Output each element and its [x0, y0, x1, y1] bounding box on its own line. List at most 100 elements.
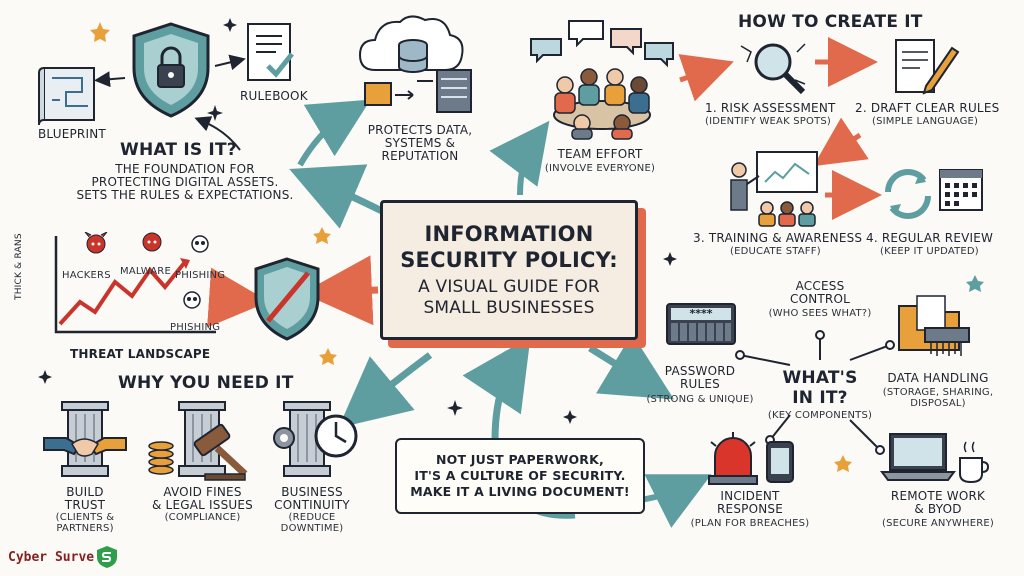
- shield-lock-icon: [132, 22, 210, 118]
- arrow-shield-blueprint: [94, 71, 126, 88]
- incident-response: INCIDENT RESPONSE: [700, 490, 800, 516]
- why-1-sub-1: (CLIENTS &: [55, 512, 115, 523]
- what-line-2: PROTECTING DIGITAL ASSETS.: [91, 175, 279, 189]
- cyber-surve-logo: Cyber Surve: [8, 545, 118, 569]
- arrow-draft-training: [813, 117, 869, 167]
- data-sub-1: (STORAGE, SHARING,: [882, 387, 994, 398]
- what-line-1: THE FOUNDATION FOR: [115, 162, 255, 176]
- step-4-sub: (KEEP IT UPDATED): [880, 246, 979, 257]
- rulebook-label: RULEBOOK: [240, 89, 308, 103]
- arrow-to-protects: [297, 99, 371, 167]
- threat-landscape-label: THREAT LANDSCAPE: [70, 347, 211, 361]
- components-heading-2: IN IT?: [792, 388, 848, 408]
- star-icons: [90, 22, 852, 472]
- password-line-1: PASSWORD: [664, 364, 736, 378]
- data-sub-2: DISPOSAL): [910, 398, 966, 409]
- arrow-banner-right: [639, 474, 712, 528]
- step-3-label: 3. TRAINING & AWARENESS: [693, 231, 863, 245]
- review-cycle-icon: [885, 169, 983, 219]
- keyboard-keys: [671, 323, 731, 341]
- remote-sub: (SECURE ANYWHERE): [881, 518, 995, 529]
- access-line-1: ACCESS: [795, 279, 845, 293]
- title-line-3: A VISUAL GUIDE FOR: [418, 277, 600, 297]
- remote-line-2: & BYOD: [914, 502, 962, 516]
- why-item-2: AVOID FINES & LEGAL ISSUES (COMPLIANCE): [140, 486, 265, 524]
- magnifier-icon: [740, 43, 806, 95]
- arrow-team-risk: [678, 54, 734, 102]
- password-keyboard-icon: ****: [666, 303, 736, 345]
- hackers-label: HACKERS: [62, 270, 111, 281]
- threat-axis-label: THICK & RANS: [14, 233, 24, 300]
- phishing-label-bottom: PHISHING: [170, 322, 221, 333]
- rulebook-icon: [247, 23, 294, 81]
- team-sub: (INVOLVE EVERYONE): [544, 163, 656, 174]
- malware-label: MALWARE: [120, 266, 171, 277]
- access-control: ACCESS CONTROL: [770, 280, 870, 306]
- arrow-to-why: [338, 352, 433, 428]
- banner-line-1: NOT JUST PAPERWORK,: [436, 452, 604, 467]
- title-line-4: SMALL BUSINESSES: [423, 298, 595, 318]
- protects-line-1: PROTECTS DATA,: [367, 123, 473, 137]
- document-pencil-icon: [895, 39, 960, 95]
- cloud-servers-icon: [358, 15, 472, 113]
- banner-line-3: MAKE IT A LIVING DOCUMENT!: [410, 484, 630, 499]
- why-item-3: BUSINESS CONTINUITY (REDUCE DOWNTIME): [262, 485, 362, 535]
- step-2-label: 2. DRAFT CLEAR RULES: [855, 101, 1000, 115]
- protects-text: PROTECTS DATA, SYSTEMS & REPUTATION: [355, 124, 485, 163]
- threat-chart-icon: [54, 232, 216, 334]
- components-heading-1: WHAT'S: [782, 368, 858, 388]
- data-handling-sub: (STORAGE, SHARING, DISPOSAL): [878, 387, 998, 409]
- password-mask: ****: [671, 308, 731, 320]
- components-heading: WHAT'S IN IT?: [770, 368, 870, 408]
- siren-phone-icon: [708, 432, 794, 485]
- why-1-line-2: TRUST: [64, 498, 106, 512]
- arrow-what-shield: [194, 116, 241, 151]
- title-box: INFORMATION SECURITY POLICY: A VISUAL GU…: [380, 200, 638, 340]
- components-sub: (KEY COMPONENTS): [767, 410, 873, 421]
- title-line-1: INFORMATION: [424, 222, 594, 246]
- blueprint-label: BLUEPRINT: [38, 127, 106, 141]
- incident-line-1: INCIDENT: [720, 489, 780, 503]
- incident-line-2: RESPONSE: [717, 502, 783, 516]
- why-item-1: BUILD TRUST (CLIENTS & PARTNERS): [40, 485, 130, 535]
- access-line-2: CONTROL: [790, 292, 850, 306]
- how-heading: HOW TO CREATE IT: [738, 12, 923, 32]
- why-1-sub-2: PARTNERS): [56, 523, 114, 534]
- step-4-label: 4. REGULAR REVIEW: [866, 231, 994, 245]
- logo-shield-icon: [97, 546, 118, 568]
- arrow-to-components: [588, 333, 675, 400]
- banner-line-2: IT'S A CULTURE OF SECURITY.: [414, 468, 626, 483]
- clock-pillar-icon: [273, 401, 358, 477]
- why-3-line-1: BUSINESS: [281, 485, 343, 499]
- password-sub: (STRONG & UNIQUE): [646, 394, 754, 405]
- phishing-label-top: PHISHING: [175, 270, 226, 281]
- step-2-sub: (SIMPLE LANGUAGE): [872, 116, 979, 127]
- remote-line-1: REMOTE WORK: [890, 489, 986, 503]
- protects-line-2: SYSTEMS &: [384, 136, 456, 150]
- training-icon: [730, 151, 818, 227]
- incident-sub: (PLAN FOR BREACHES): [690, 518, 810, 529]
- what-is-it-heading: WHAT IS IT?: [120, 140, 237, 160]
- why-heading: WHY YOU NEED IT: [118, 373, 294, 393]
- arrow-to-what: [289, 164, 392, 229]
- why-3-line-2: CONTINUITY: [274, 498, 350, 512]
- folder-shredder-icon: [898, 295, 970, 356]
- step-1-label: 1. RISK ASSESSMENT: [705, 101, 836, 115]
- why-2-sub-1: (COMPLIANCE): [164, 512, 241, 523]
- broken-shield-icon: [254, 257, 320, 341]
- blueprint-icon: [38, 67, 95, 126]
- why-2-line-2: & LEGAL ISSUES: [151, 498, 253, 512]
- what-line-3: SETS THE RULES & EXPECTATIONS.: [76, 188, 294, 202]
- team-meeting-icon: [530, 20, 674, 140]
- protects-line-3: REPUTATION: [381, 149, 459, 163]
- logo-text: Cyber Surve: [8, 549, 95, 565]
- culture-banner: NOT JUST PAPERWORK, IT'S A CULTURE OF SE…: [395, 438, 645, 514]
- what-is-it-text: THE FOUNDATION FOR PROTECTING DIGITAL AS…: [60, 163, 310, 202]
- step-3-sub: (EDUCATE STAFF): [730, 246, 821, 257]
- sparkle-icons: [38, 18, 677, 424]
- remote-work: REMOTE WORK & BYOD: [878, 490, 998, 516]
- why-1-line-1: BUILD: [66, 485, 104, 499]
- arrow-to-team: [489, 120, 550, 196]
- why-3-sub-1: (REDUCE DOWNTIME): [280, 512, 344, 534]
